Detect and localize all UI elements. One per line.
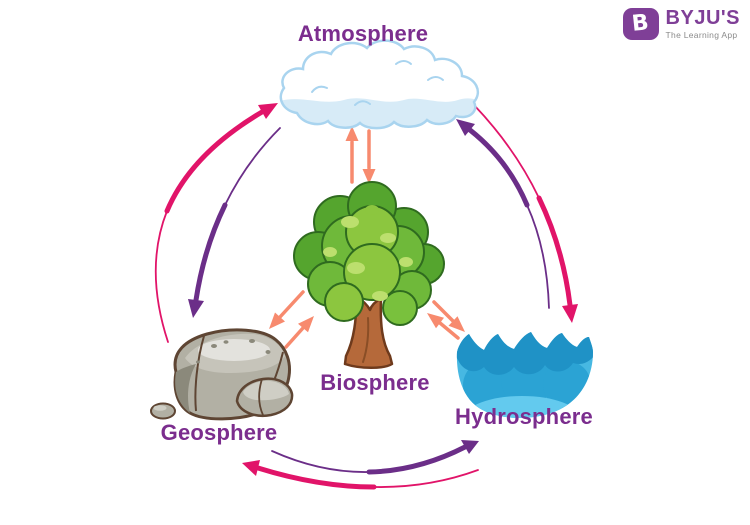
arrowhead [298, 316, 314, 333]
arrow-tail [224, 127, 281, 206]
arrowhead [242, 460, 260, 476]
arrow-shaft [467, 127, 530, 208]
geosphere-label: Geosphere [160, 420, 278, 445]
atmosphere-cloud-illustration [279, 39, 479, 130]
water-light-bottom [464, 396, 580, 418]
arrow-biosphere-to-hydrosphere [432, 300, 465, 332]
cloud-curl [395, 60, 412, 65]
arrow-geosphere-to-hydrosphere [271, 440, 479, 475]
arrowhead [258, 103, 278, 119]
arrow-tail [373, 469, 479, 488]
biosphere-tree-illustration [293, 181, 445, 369]
arrowhead [562, 304, 578, 323]
hydrosphere-label: Hydrosphere [455, 404, 593, 429]
arrowhead [362, 169, 376, 184]
big-rock-highlight [198, 339, 270, 361]
arrow-biosphere-to-geosphere [269, 290, 305, 329]
rock-speckle [211, 344, 217, 348]
arrowhead [269, 312, 285, 329]
byjus-logo-icon: B [622, 8, 659, 40]
arrow-shaft [438, 321, 460, 340]
foliage-highlight [341, 216, 359, 228]
biosphere-label: Biosphere [320, 370, 430, 395]
rock-speckle [249, 339, 255, 343]
geosphere-rocks-illustration [150, 328, 294, 421]
byjus-logo-icon-letter: B [630, 10, 651, 37]
foliage-blob [324, 282, 364, 322]
arrow-shaft [278, 290, 305, 319]
trunk-crease [362, 317, 370, 363]
arrow-atmosphere-to-biosphere [362, 129, 376, 184]
rock-speckle [196, 360, 200, 364]
rock-facet-line [258, 378, 264, 416]
atmosphere-label: Atmosphere [297, 21, 429, 46]
small-rock-top-facet [243, 380, 289, 401]
foliage-highlight [365, 205, 379, 215]
arrowhead [448, 316, 465, 332]
arrow-atmosphere-to-hydrosphere [473, 104, 578, 323]
big-rock-dark-facet [175, 364, 196, 413]
arrow-atmosphere-to-geosphere [188, 127, 281, 318]
arrow-tail [154, 210, 169, 343]
arrow-shaft [255, 465, 377, 490]
pebble-highlight [153, 405, 167, 411]
arrowhead [427, 313, 444, 329]
arrow-tail [526, 204, 550, 309]
foliage-blob [382, 290, 418, 326]
cloud-curl [354, 100, 371, 106]
cloud-curl [427, 76, 444, 81]
cloud-curl [311, 85, 328, 93]
foliage-highlight [323, 247, 337, 257]
byjus-brand-name: BYJU'S [665, 7, 740, 29]
foliage-blob [343, 243, 401, 301]
arrowhead [345, 126, 359, 141]
foliage-highlight [380, 233, 396, 243]
arrow-hydrosphere-to-atmosphere [456, 119, 550, 309]
arrow-biosphere-to-atmosphere [345, 126, 359, 184]
foliage-highlight [399, 257, 413, 267]
arrow-shaft [366, 444, 468, 475]
byjus-logo: B BYJU'S The Learning App [622, 7, 740, 41]
arrow-shaft [536, 195, 573, 308]
arrow-hydrosphere-to-geosphere [242, 460, 479, 490]
arrow-shaft [432, 300, 455, 323]
byjus-tagline: The Learning App [665, 30, 738, 40]
cloud-outline [279, 39, 479, 130]
foliage-highlight [347, 262, 365, 274]
arrowhead [188, 299, 204, 318]
arrowhead [461, 440, 479, 454]
arrow-geosphere-to-biosphere [284, 316, 314, 349]
arrow-geosphere-to-atmosphere [154, 103, 278, 343]
arrow-tail [271, 450, 370, 473]
arrow-hydrosphere-to-biosphere [427, 313, 460, 340]
rock-speckle [265, 350, 271, 354]
arrow-tail [473, 104, 540, 199]
rock-facet-line [194, 335, 205, 412]
arrow-shaft [164, 109, 265, 214]
byjus-logo-text: BYJU'S The Learning App [665, 7, 740, 41]
arrow-shaft [193, 202, 228, 303]
arrowhead [456, 119, 475, 136]
foliage-highlight [372, 291, 388, 301]
rock-speckle [223, 340, 229, 344]
arrow-shaft [284, 326, 305, 349]
